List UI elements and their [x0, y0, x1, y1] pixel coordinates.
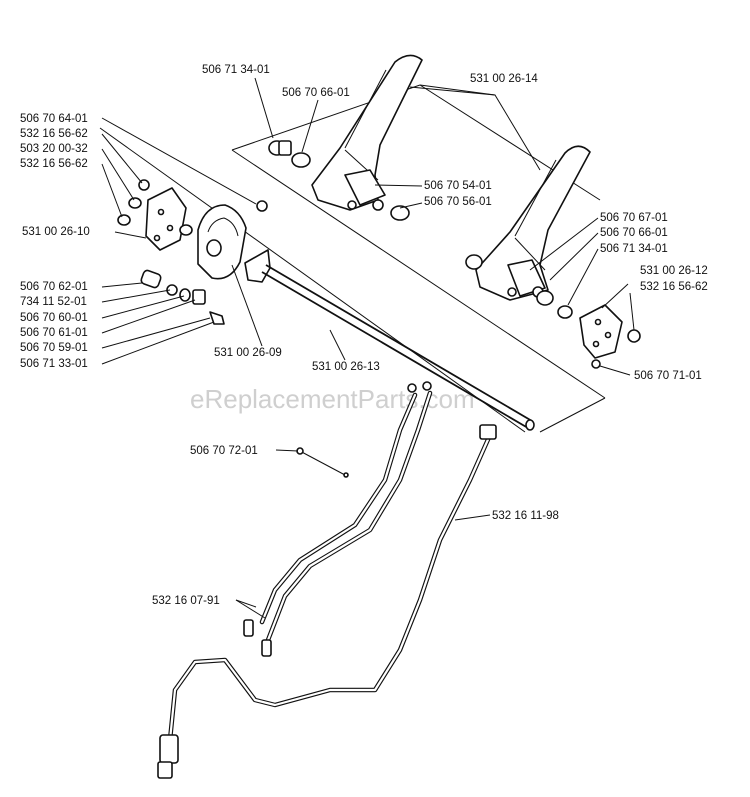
label-506-70-71-01: 506 70 71-01 [634, 370, 702, 382]
label-734-11-52-01: 734 11 52-01 [20, 296, 87, 308]
washer-upper-left [291, 152, 311, 168]
label-506-71-34-01-top: 506 71 34-01 [202, 64, 270, 76]
bracket-left [145, 187, 193, 251]
spring-small [591, 359, 601, 369]
lever-plate [197, 204, 247, 280]
label-503-20-00-32: 503 20 00-32 [20, 143, 88, 155]
label-506-71-34-01-right: 506 71 34-01 [600, 243, 668, 255]
nut-small-3 [117, 214, 131, 226]
label-506-70-66-01-top: 506 70 66-01 [282, 87, 350, 99]
plane-left-edge [99, 127, 526, 433]
label-506-70-62-01: 506 70 62-01 [20, 281, 88, 293]
label-506-70-56-01: 506 70 56-01 [424, 196, 492, 208]
handle-left [311, 54, 423, 211]
label-532-16-07-91: 532 16 07-91 [152, 595, 220, 607]
plane-bottom-edge [539, 397, 606, 433]
label-506-70-66-01-right: 506 70 66-01 [600, 227, 668, 239]
clip-end-2 [343, 472, 349, 478]
label-531-00-26-13: 531 00 26-13 [312, 361, 380, 373]
label-531-00-26-10: 531 00 26-10 [22, 226, 90, 238]
label-506-70-54-01: 506 70 54-01 [424, 180, 492, 192]
washer-right [536, 290, 554, 306]
washer-handle-left [390, 205, 410, 221]
washer-handle-right [465, 254, 483, 270]
cable-long [157, 424, 497, 779]
label-506-70-60-01: 506 70 60-01 [20, 312, 88, 324]
label-506-70-67-01: 506 70 67-01 [600, 212, 668, 224]
label-532-16-56-62-c: 532 16 56-62 [640, 281, 708, 293]
label-532-16-56-62-a: 532 16 56-62 [20, 128, 88, 140]
bolt-right [557, 305, 573, 319]
knob-stack [192, 289, 206, 305]
rod [261, 264, 535, 431]
cable-clip [297, 449, 346, 476]
label-506-70-61-01: 506 70 61-01 [20, 327, 88, 339]
washer-stack-1 [166, 284, 178, 296]
watermark: eReplacementParts.com [190, 384, 475, 414]
bushing [140, 269, 162, 289]
plane-edges [231, 84, 606, 399]
part-labels: 506 71 34-01 506 70 66-01 531 00 26-14 5… [20, 64, 708, 607]
label-531-00-26-09: 531 00 26-09 [214, 347, 282, 359]
label-531-00-26-14: 531 00 26-14 [470, 73, 538, 85]
label-506-70-59-01: 506 70 59-01 [20, 342, 88, 354]
label-506-71-33-01: 506 71 33-01 [20, 358, 88, 370]
washer-stack-2 [179, 288, 191, 302]
label-532-16-56-62-b: 532 16 56-62 [20, 158, 88, 170]
nut-right [627, 329, 641, 343]
label-531-00-26-12: 531 00 26-12 [640, 265, 708, 277]
label-506-70-72-01: 506 70 72-01 [190, 445, 258, 457]
nut-small-2 [128, 197, 142, 209]
label-532-16-11-98: 532 16 11-98 [492, 510, 559, 522]
leader-lines [101, 77, 635, 619]
handle-right [475, 145, 591, 301]
label-506-70-64-01: 506 70 64-01 [20, 113, 88, 125]
pin-stack [209, 311, 225, 325]
cable-pair-left [243, 381, 433, 657]
bolt-shank-upper-left [278, 140, 292, 156]
screw-top [256, 200, 268, 212]
bracket-right [579, 304, 623, 359]
